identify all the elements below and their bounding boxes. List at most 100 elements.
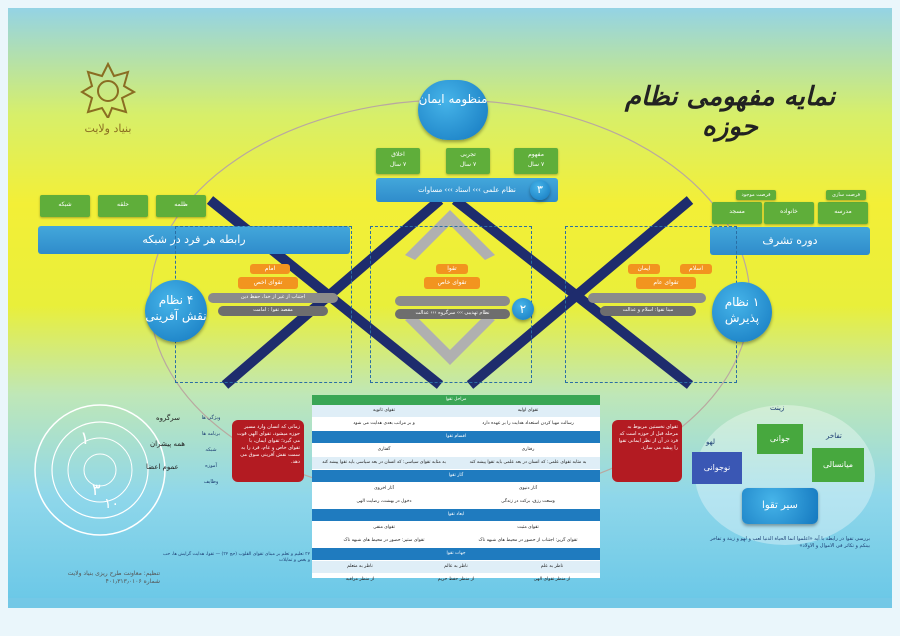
hier-tag-2: برنامه ها xyxy=(201,431,221,437)
left-btn-2: حلقه xyxy=(98,195,148,217)
hier-number-1: ۱ xyxy=(80,428,90,449)
table-cell: تقوای ثانویه xyxy=(373,408,395,413)
footer-credit-2: شماره ۴۰۱٫۳۱۳٫۰۱۰۶ xyxy=(105,578,160,585)
cycle-item-youth: جوانی xyxy=(757,424,803,454)
top-center-bar: ۳ نظام علمی ››› استاد ››› مساوات xyxy=(376,178,558,202)
table-cell: جهات تقوا xyxy=(446,551,466,556)
left-circle-label: نقش آفرینی xyxy=(145,309,207,323)
table-cell: تقوای گریز: اجتناب از حضور در محیط های ش… xyxy=(478,538,578,543)
chevron-down-icon xyxy=(405,315,495,365)
hier-number-3: ۱۰ xyxy=(104,496,120,512)
table-cell: و بر مراتب بعدی هدایت می شود xyxy=(353,421,415,426)
top-col-1-sub: ۷ سال xyxy=(389,161,407,168)
cycle-tag-3: لهو xyxy=(706,438,715,446)
top-col-3-sub: ۷ سال xyxy=(527,161,545,168)
table-cell: رسالت مهیا کردن استعداد هدایت را بر عهده… xyxy=(482,421,574,426)
right-circle-label: پذیرش xyxy=(724,311,760,325)
hierarchy-circles xyxy=(34,404,166,536)
x-mark-right-b xyxy=(466,196,694,389)
table-header: مراحل تقوا xyxy=(312,395,600,405)
x-mark-left-b xyxy=(221,196,444,389)
hier-label-1: سرگروه xyxy=(156,414,180,422)
right-btn-2: خانواده xyxy=(764,202,814,224)
footer-credit-1: تنظیم: معاونت طرح ریزی بنیاد ولایت xyxy=(67,570,160,577)
table-cell: گفتاری xyxy=(377,447,391,452)
right-btn-1: مسجد xyxy=(712,202,762,224)
table-row: به مثابه تقوای علمی: که انسان در بعد علم… xyxy=(312,457,600,469)
table-cell: از منظر مراقبه xyxy=(345,577,375,582)
table-cell: تقوای منفی xyxy=(373,525,395,530)
left-btn-3: ظلمه xyxy=(156,195,206,217)
table-row: اقسام تقوا xyxy=(312,431,600,443)
table-row: تقوای مثبت تقوای منفی xyxy=(312,522,600,534)
chevron-up-icon xyxy=(405,210,495,260)
table-cell: وسعت رزق، برکت در زندگی xyxy=(501,499,555,504)
table-cell: به مثابه تقوای علمی: که انسان در بعد علم… xyxy=(469,460,587,465)
right-orange-top-a: ایمان xyxy=(628,264,660,274)
table-row: رسالت مهیا کردن استعداد هدایت را بر عهده… xyxy=(312,418,600,430)
footer-credits: تنظیم: معاونت طرح ریزی بنیاد ولایت شماره… xyxy=(30,570,160,586)
iman-circle: منظومه ایمان xyxy=(418,80,488,140)
table-cell: ناظر به علم xyxy=(540,564,564,569)
top-col-1-label: اخلاق xyxy=(391,151,405,158)
table-row: آثار تقوا xyxy=(312,470,600,482)
hier-tag-4: آموزه xyxy=(205,463,217,469)
left-circle-number: ۴ نظام xyxy=(158,293,194,307)
table-cell: ناظر به عالم xyxy=(444,564,468,569)
cycle-item-middle: میانسالی xyxy=(812,448,864,482)
top-col-1: اخلاق ۷ سال xyxy=(376,148,420,174)
table-cell: اقسام تقوا xyxy=(445,434,467,439)
top-col-3: مفهوم ۷ سال xyxy=(514,148,558,174)
cycle-center: سیر تقوا xyxy=(742,488,818,524)
red-note-left: زمانی که انسان وارد مسیر حوزه میشود، تقو… xyxy=(232,420,304,482)
right-btn-3: مدرسه xyxy=(818,202,868,224)
table-row: از منظر تقوای الهی از منظر حفظ حریم از منظ… xyxy=(312,574,600,586)
table-cell: آثار دنیوی xyxy=(519,486,537,491)
left-bar: رابطه هر فرد در شبکه xyxy=(38,226,350,254)
right-tag-2: فرصت موجود xyxy=(736,190,776,200)
footer-strip xyxy=(8,608,892,628)
table-row: ابعاد تقوا xyxy=(312,509,600,521)
cycle-caption: بررسی تقوا در رابطه با آیه «اعلموا انما … xyxy=(710,536,870,549)
hier-number-2: ۳ xyxy=(92,480,101,499)
hier-tag-3: شبکه xyxy=(205,447,217,453)
table-row: وسعت رزق، برکت در زندگی دخول در بهشت، رضا… xyxy=(312,496,600,508)
table-cell: از منظر تقوای الهی xyxy=(533,577,571,582)
hier-label-2: همه پیشران xyxy=(150,440,185,448)
red-note-right: تقوای نخستین مربوط به مرحله قبل از حوزه … xyxy=(612,420,682,482)
right-orange-label: تقوای عام xyxy=(636,277,696,289)
table-cell: تقوای مثبت xyxy=(517,525,539,530)
table-cell: ناظر به متعلم xyxy=(347,564,373,569)
table-row: جهات تقوا xyxy=(312,548,600,560)
center-pill-bg xyxy=(395,296,510,306)
table-cell: دخول در بهشت، رضایت الهی xyxy=(356,499,412,504)
left-pill-1: اجتناب از غیر از خدا، حفظ دین xyxy=(208,293,338,303)
hier-tag-1: ویژگی ها xyxy=(201,415,221,421)
logo-emblem-icon xyxy=(80,61,137,121)
hier-label-3: عموم اعضا xyxy=(146,463,179,471)
table-cell: آثار تقوا xyxy=(448,473,464,478)
right-pill: مبنا تقوا: اسلام و عدالت xyxy=(600,306,696,316)
left-orange-label: تقوای اخص xyxy=(238,277,298,289)
table-cell: از منظر حفظ حریم xyxy=(437,577,475,582)
left-btn-1: شبکه xyxy=(40,195,90,217)
footnote: ۳۲ تعلیم و تعلم بر مبنای تقوای القلوب (ح… xyxy=(162,552,310,563)
center-orange-label: تقوای خاص xyxy=(424,277,480,289)
table-cell: به مثابه تقوای سیاسی: که انسان در بعد سی… xyxy=(322,460,446,465)
hier-tags: ویژگی ها برنامه ها شبکه آموزه وظایف xyxy=(196,410,226,490)
hier-tag-5: وظایف xyxy=(203,479,219,485)
cycle-tag-1: زینت xyxy=(770,404,785,412)
cycle-item-teen: نوجوانی xyxy=(692,452,742,484)
page-title: نمایه مفهومی نظام حوزه xyxy=(624,82,836,142)
logo-text: بنیاد ولایت xyxy=(84,122,132,135)
top-col-3-label: مفهوم xyxy=(528,151,544,158)
center-pill: نظام تهذیبی ››› سرگروه ››› عدالت xyxy=(395,309,510,319)
right-circle-number: ۱ نظام xyxy=(724,295,760,309)
left-orange-top: امام xyxy=(250,264,290,274)
right-orange-top-b: اسلام xyxy=(680,264,712,274)
top-col-2-label: تجربی xyxy=(460,151,476,158)
